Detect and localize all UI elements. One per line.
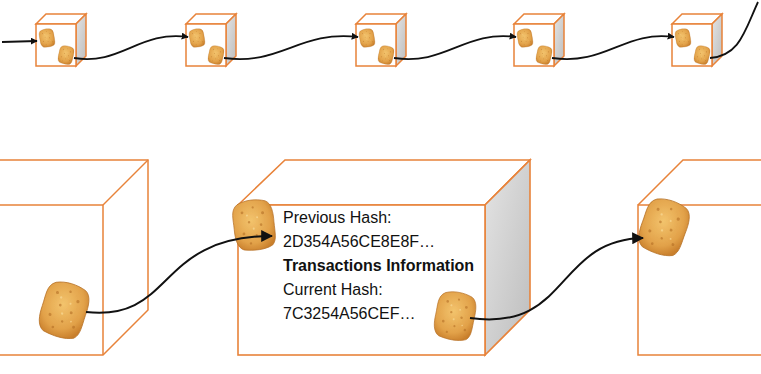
small-cube [535, 45, 553, 66]
small-cube [186, 24, 226, 66]
small-cube [674, 28, 692, 49]
small-cube [36, 24, 76, 66]
cookie-image [229, 197, 278, 254]
block-cube [238, 205, 485, 355]
small-cube [516, 28, 534, 49]
chain-arrow [710, 2, 758, 58]
chain-arrow [74, 36, 188, 59]
block-cube [0, 160, 148, 355]
small-cube [57, 45, 75, 66]
small-cube [38, 28, 56, 49]
cookie-image [432, 290, 478, 343]
cookie-image [635, 194, 693, 259]
block-cube [638, 160, 761, 355]
chain-arrow [394, 36, 516, 59]
block-cube [238, 160, 530, 205]
chain-arrow [2, 2, 758, 59]
small-cube [514, 24, 554, 66]
hash-text: Previous Hash: 2D354A56CE8E8F… [283, 206, 479, 254]
cookie-image [36, 278, 93, 342]
small-cube [672, 24, 712, 66]
small-cube [377, 45, 395, 66]
block-heading: Transactions Information [283, 254, 479, 278]
block-cube [638, 160, 761, 205]
chain-arrow [552, 36, 674, 59]
chain-arrow [86, 236, 272, 313]
chain-arrow [2, 41, 37, 42]
block-cube [238, 160, 530, 355]
small-cube [693, 45, 711, 66]
block-cube [485, 160, 530, 355]
block-content: Previous Hash: 2D354A56CE8E8F…Transactio… [283, 206, 479, 326]
hash-text: Current Hash: 7C3254A56CEF… [283, 278, 479, 326]
small-cube [188, 28, 206, 49]
block-cube [0, 160, 148, 355]
small-cube [358, 28, 376, 49]
block-cube [0, 205, 103, 355]
chain-arrow [470, 238, 643, 319]
chain-arrow [224, 36, 358, 59]
block-cube [103, 160, 148, 205]
small-cube [207, 45, 225, 66]
small-cube [356, 24, 396, 66]
